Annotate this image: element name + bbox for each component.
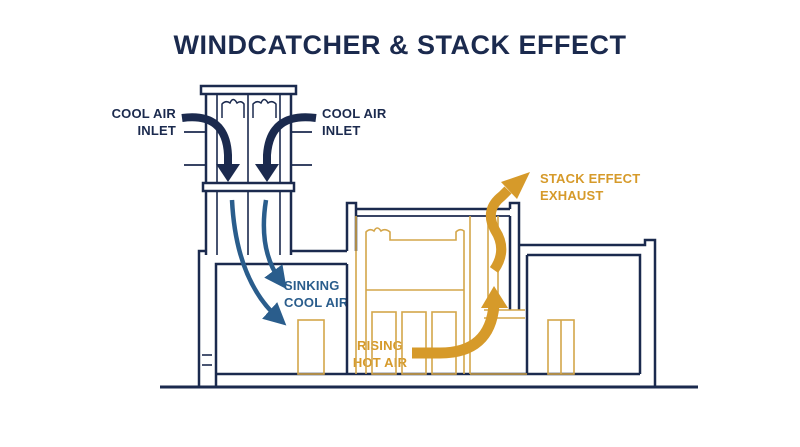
cool-air-inlet-left-label: COOL AIR INLET [92, 105, 176, 139]
rising-hot-air-arrow [412, 304, 500, 359]
stack-effect-exhaust-arrowhead [501, 172, 530, 199]
label-line: RISING [357, 338, 403, 353]
label-line: EXHAUST [540, 188, 604, 203]
sinking-air-arrow-outer [229, 199, 287, 326]
cool-air-inlet-arrowhead-right [255, 164, 279, 182]
cool-air-inlet-arrow-right [263, 113, 317, 168]
cool-air-inlet-arrow-left [181, 113, 232, 168]
label-line: INLET [137, 123, 176, 138]
diagram-title: WINDCATCHER & STACK EFFECT [173, 30, 627, 60]
cool-air-inlet-arrowhead-left [216, 164, 240, 182]
cool-air-inlet-right-label: COOL AIR INLET [322, 105, 412, 139]
windcatcher-tower [184, 84, 312, 255]
sinking-cool-air-label: SINKING COOL AIR [284, 277, 364, 311]
label-line: COOL AIR [284, 295, 349, 310]
building-structure [197, 201, 657, 387]
rising-hot-air-arrowhead [481, 286, 508, 308]
stack-effect-exhaust-arrow [485, 186, 512, 273]
label-line: SINKING [284, 278, 340, 293]
label-line: INLET [322, 123, 361, 138]
label-line: COOL AIR [111, 106, 176, 121]
sinking-air-arrow-inner [261, 199, 287, 290]
label-line: COOL AIR [322, 106, 387, 121]
label-line: STACK EFFECT [540, 171, 641, 186]
stack-effect-exhaust-label: STACK EFFECT EXHAUST [540, 170, 650, 204]
